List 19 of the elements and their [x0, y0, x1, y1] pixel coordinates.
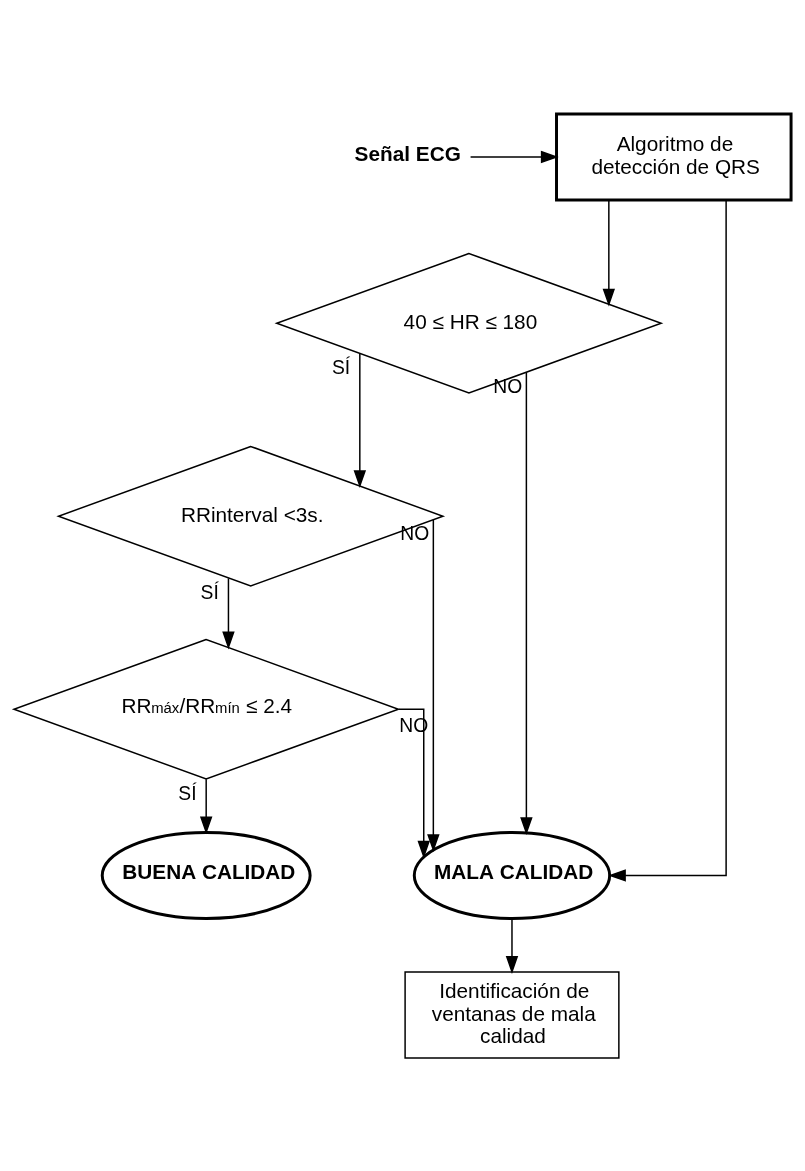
node-diamond: RRmáx/RRmín ≤ 2.4 [11, 638, 401, 780]
arrow [520, 371, 533, 835]
arrow [353, 352, 367, 488]
edge-label: SÍ [178, 782, 197, 804]
node-text: Señal ECG [354, 141, 461, 165]
arrow [427, 518, 440, 852]
edge-label: NO [400, 522, 430, 544]
edge-label: NO [493, 375, 523, 397]
arrow [469, 150, 559, 163]
arrow [505, 917, 519, 974]
node-box: Identificación de ventanas de mala calidad [404, 970, 620, 1059]
arrow [608, 199, 727, 882]
arrow [199, 778, 213, 834]
arrow [398, 707, 430, 859]
node-ellipse: BUENA CALIDAD [100, 830, 312, 920]
arrow [602, 199, 616, 306]
arrow [222, 577, 235, 649]
edge-label: SÍ [331, 356, 351, 378]
node-box: Algoritmo de detección de QRS [555, 111, 793, 202]
